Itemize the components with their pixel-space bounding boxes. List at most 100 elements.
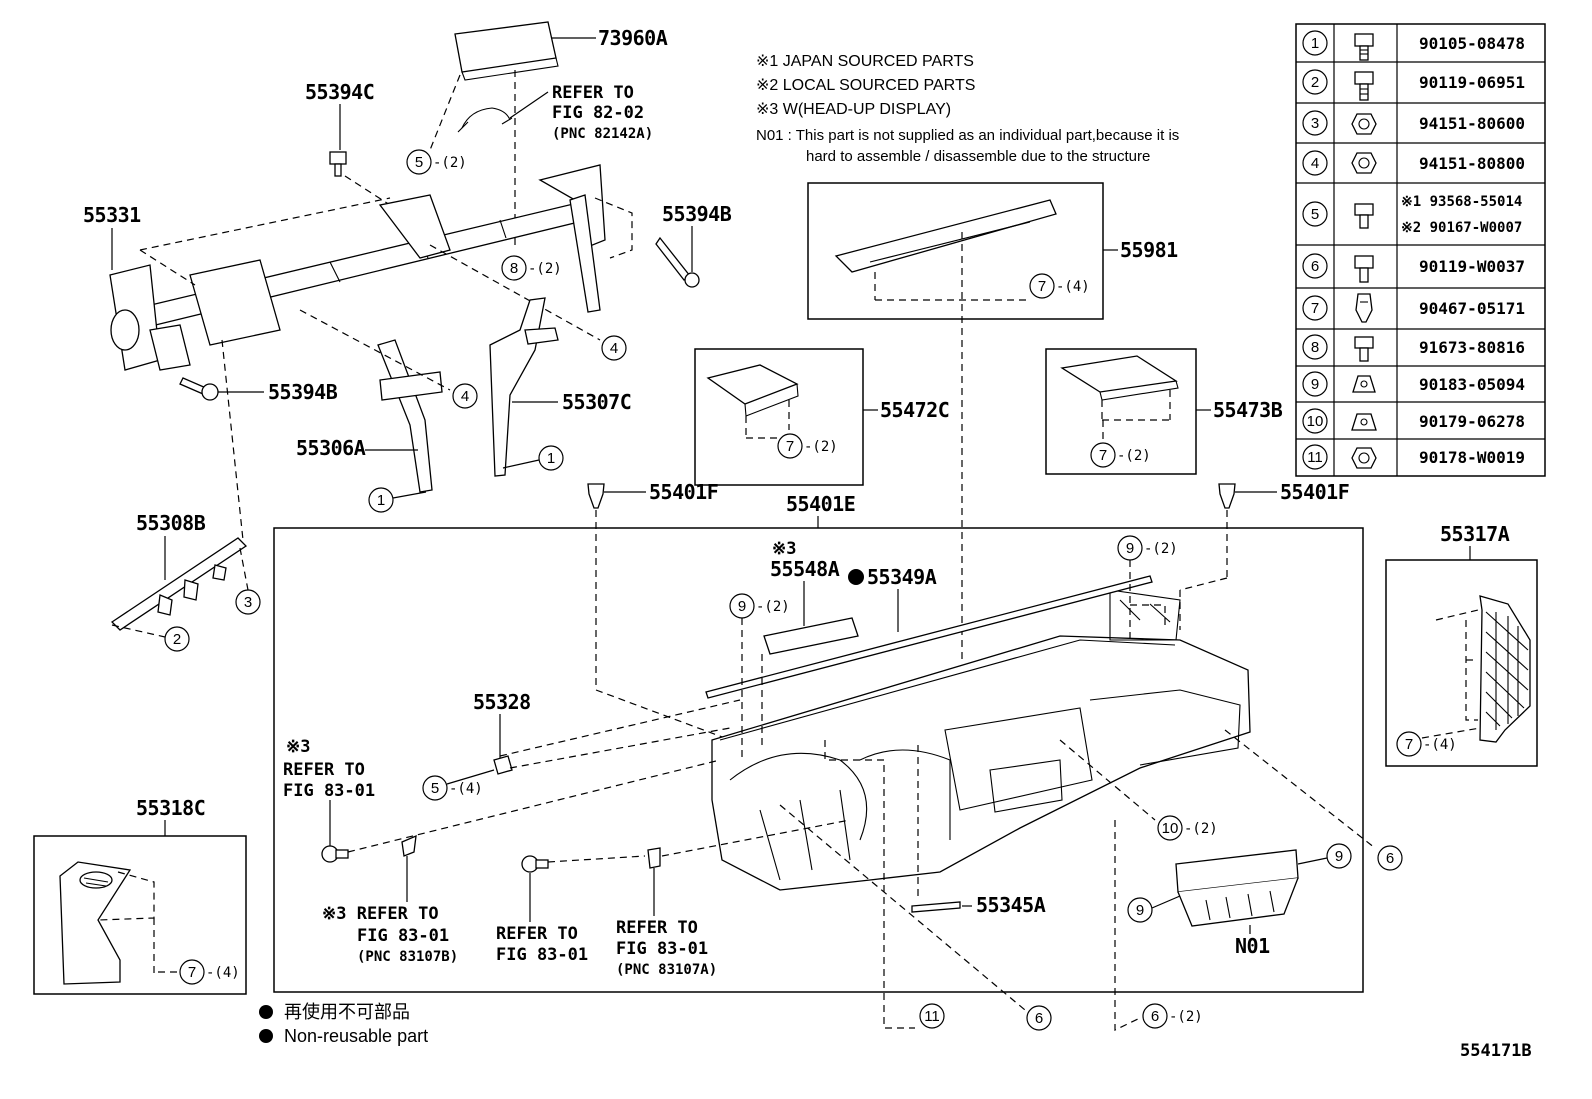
svg-text:-(2): -(2) <box>756 599 790 615</box>
svg-text:FIG 83-01: FIG 83-01 <box>283 781 375 801</box>
svg-text:55328: 55328 <box>473 690 531 714</box>
table-row: 9 90183-05094 <box>1302 371 1525 397</box>
nut-icon <box>1351 447 1377 469</box>
reinforcement-assembly: 73960A REFER TO FIG 82-02 (PNC 82142A) 5… <box>83 21 732 541</box>
bolt-icon <box>179 377 219 401</box>
part-number: 90119-06951 <box>1419 73 1525 92</box>
svg-text:-(2): -(2) <box>528 261 562 277</box>
part-number: 94151-80800 <box>1419 154 1525 173</box>
svg-text:55394B: 55394B <box>662 202 732 226</box>
part-55317A: 55317A 7 -(4) <box>1385 522 1538 767</box>
svg-text:-(2): -(2) <box>433 155 467 171</box>
part-55401F-right: 55401F <box>1179 480 1350 630</box>
harness-clamp <box>461 107 511 129</box>
svg-text:-(4): -(4) <box>1423 737 1457 753</box>
svg-text:9: 9 <box>1136 902 1144 919</box>
svg-text:55345A: 55345A <box>976 893 1046 917</box>
svg-text:-(2): -(2) <box>1184 821 1218 837</box>
svg-text:7: 7 <box>188 964 196 981</box>
svg-text:FIG 82-02: FIG 82-02 <box>552 103 644 123</box>
svg-text:FIG 83-01: FIG 83-01 <box>616 939 708 959</box>
svg-text:7: 7 <box>786 438 794 455</box>
svg-text:-(2): -(2) <box>1117 448 1151 464</box>
svg-text:4: 4 <box>461 388 469 405</box>
note-hud: ※3 W(HEAD-UP DISPLAY) <box>756 101 951 118</box>
legend-jp: 再使用不可部品 <box>284 1002 410 1022</box>
svg-text:55331: 55331 <box>83 203 141 227</box>
table-row: 11 90178-W0019 <box>1302 444 1525 470</box>
svg-text:5: 5 <box>1311 206 1319 223</box>
svg-text:10: 10 <box>1162 820 1179 837</box>
part-55345A <box>911 901 961 913</box>
bolt-icon <box>329 151 347 177</box>
table-row: 8 91673-80816 <box>1302 334 1525 362</box>
note-local-sourced: ※2 LOCAL SOURCED PARTS <box>756 77 975 94</box>
part-number: 90179-06278 <box>1419 412 1525 431</box>
svg-text:2: 2 <box>1311 74 1319 91</box>
part-number: 90105-08478 <box>1419 34 1525 53</box>
part-55472C: 7 -(2) 55472C <box>694 348 950 486</box>
svg-text:-(2): -(2) <box>1144 541 1178 557</box>
svg-text:1: 1 <box>547 450 555 467</box>
connector-bracket <box>647 847 661 869</box>
svg-text:6: 6 <box>1035 1010 1043 1027</box>
svg-text:※3: ※3 <box>286 737 310 757</box>
svg-text:55306A: 55306A <box>296 436 366 460</box>
svg-text:7: 7 <box>1099 447 1107 464</box>
fastener-table: 1 90105-08478 2 90119-06951 3 94151-8060… <box>1295 23 1546 477</box>
svg-text:55349A: 55349A <box>867 565 937 589</box>
svg-text:55401F: 55401F <box>649 480 718 504</box>
part-number: 90178-W0019 <box>1419 448 1525 467</box>
svg-text:10: 10 <box>1307 413 1324 430</box>
table-row: 3 94151-80600 <box>1302 110 1525 136</box>
svg-text:11: 11 <box>924 1008 940 1025</box>
bolt-icon <box>655 236 700 288</box>
svg-text:REFER TO: REFER TO <box>283 760 365 780</box>
svg-text:55401E: 55401E <box>786 492 855 516</box>
bolt-icon <box>1354 33 1374 61</box>
bolt-icon <box>1354 71 1374 101</box>
part-55307C <box>489 297 546 477</box>
part-55306A <box>377 339 433 493</box>
svg-text:4: 4 <box>610 340 618 357</box>
note-n01-line2: hard to assemble / disassemble due to th… <box>806 148 1150 165</box>
u-nut-icon <box>1351 413 1377 431</box>
part-73960A: 73960A <box>454 21 668 81</box>
svg-text:-(4): -(4) <box>206 965 240 981</box>
u-nut-icon <box>1352 375 1376 393</box>
screw-icon <box>521 855 549 873</box>
svg-text:5: 5 <box>431 780 439 797</box>
part-55473B: 7 -(2) 55473B <box>1045 348 1283 475</box>
part-number-local: ※2 90167-W0007 <box>1401 220 1522 236</box>
svg-text:7: 7 <box>1311 300 1319 317</box>
connector-bracket <box>401 834 417 857</box>
part-55308B: 55308B 2 3 <box>110 511 261 652</box>
svg-text:1: 1 <box>377 492 385 509</box>
svg-text:55394C: 55394C <box>305 80 374 104</box>
table-row: 2 90119-06951 <box>1302 69 1525 101</box>
table-row: 5 ※1 93568-55014 ※2 90167-W0007 <box>1302 194 1522 236</box>
svg-text:4: 4 <box>1311 155 1319 172</box>
svg-text:2: 2 <box>173 631 181 648</box>
part-55548A <box>763 617 859 655</box>
svg-text:FIG 83-01: FIG 83-01 <box>357 926 449 946</box>
legend-en: Non-reusable part <box>284 1026 428 1046</box>
svg-text:(PNC 83107B): (PNC 83107B) <box>357 949 458 965</box>
part-number: 90183-05094 <box>1419 375 1525 394</box>
non-reusable-dot-icon <box>259 1029 273 1043</box>
svg-text:55317A: 55317A <box>1440 522 1510 546</box>
svg-text:6: 6 <box>1386 850 1394 867</box>
part-55981: 7 -(4) 55981 <box>807 182 1179 660</box>
svg-text:※3: ※3 <box>772 539 796 559</box>
svg-text:55318C: 55318C <box>136 796 205 820</box>
svg-text:11: 11 <box>1307 449 1323 466</box>
part-number-japan: ※1 93568-55014 <box>1401 194 1522 210</box>
table-row: 7 90467-05171 <box>1302 293 1525 323</box>
svg-text:7: 7 <box>1405 736 1413 753</box>
legend: 再使用不可部品 Non-reusable part <box>259 1002 428 1046</box>
svg-text:55472C: 55472C <box>880 398 949 422</box>
svg-text:73960A: 73960A <box>598 26 668 50</box>
screw-icon <box>321 845 349 863</box>
screw-icon <box>1354 203 1374 229</box>
part-55401F-left: 55401F <box>587 480 753 749</box>
